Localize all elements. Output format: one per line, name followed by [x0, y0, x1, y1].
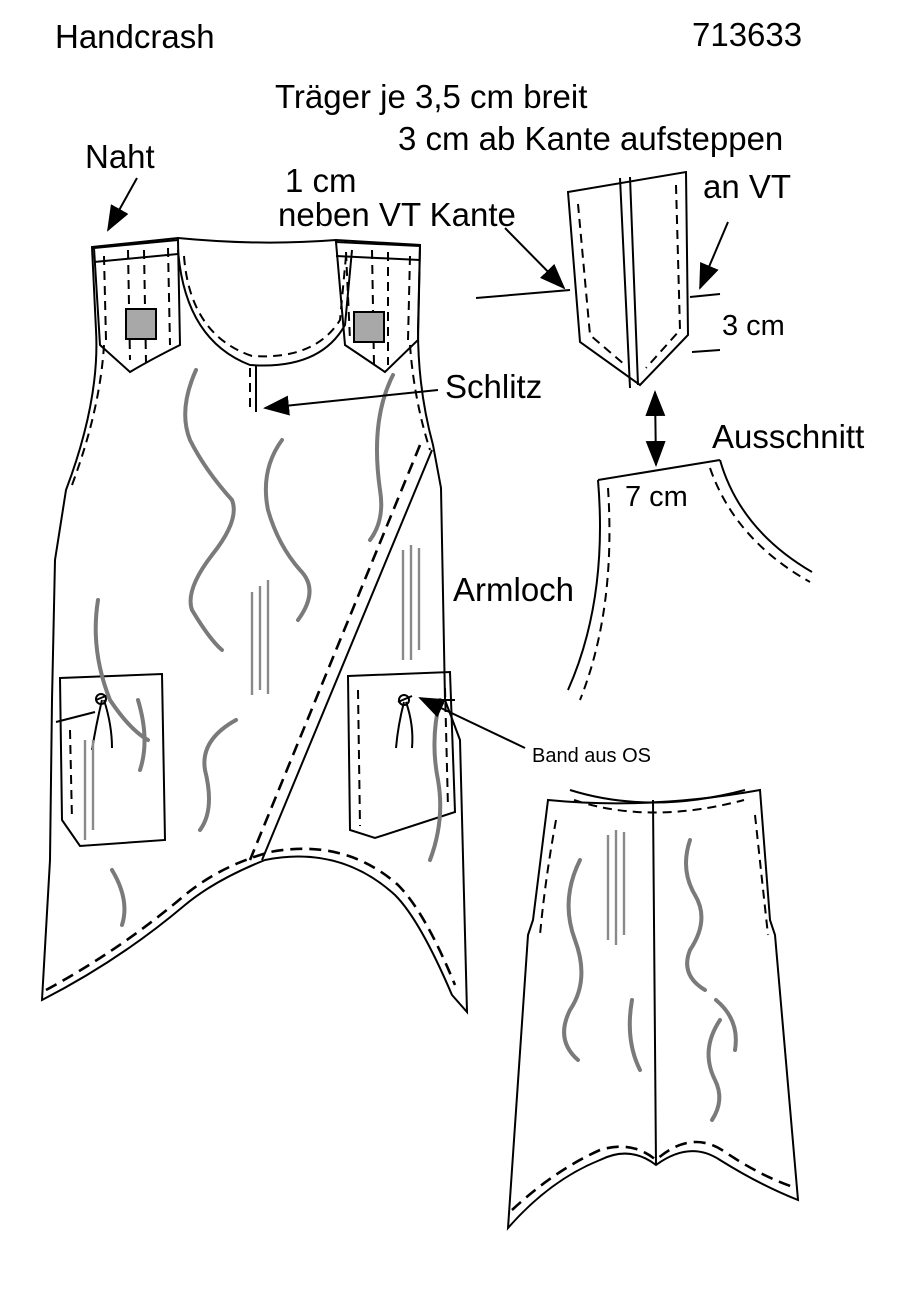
front-hem-stitch: [45, 847, 457, 992]
title-handcrash: Handcrash: [55, 18, 215, 55]
neckline-detail: [567, 459, 813, 701]
front-side-stitch-right: [409, 344, 431, 451]
front-pocket-left: [58, 672, 167, 848]
label-7cm: 7 cm: [625, 481, 688, 513]
label-an-vt: an VT: [703, 168, 792, 205]
arrow-an-vt: [699, 221, 729, 290]
front-side-stitch-left: [71, 344, 105, 486]
front-button-right: [353, 311, 385, 343]
detail-shoulder-line: [597, 459, 721, 481]
front-button-left: [125, 308, 157, 340]
label-armhole: Armloch: [453, 571, 575, 608]
front-neckline-stitch: [183, 255, 347, 358]
detail-neckline: [719, 459, 813, 573]
label-3cm: 3 cm: [722, 310, 785, 342]
pattern-number: 713633: [692, 16, 803, 53]
label-seam: Naht: [85, 138, 155, 175]
label-slit: Schlitz: [445, 368, 543, 405]
front-pocket-right: [346, 670, 457, 840]
front-strap-right: [334, 240, 422, 374]
arrow-naht: [107, 177, 138, 232]
label-strap-width: Träger je 3,5 cm breit: [275, 78, 588, 115]
label-ribbon: Band aus OS: [532, 745, 651, 767]
front-neckline: [177, 249, 353, 367]
arrow-schlitz: [263, 389, 439, 416]
strap-detail: [475, 170, 729, 467]
detail-armhole: [567, 479, 601, 691]
arrow-neben-vt-kante: [504, 227, 566, 290]
back-view: [506, 788, 800, 1231]
arrow-distance-7cm: [645, 390, 666, 467]
front-wrap-edge: [261, 449, 433, 861]
arrow-band: [418, 697, 526, 749]
label-stitch-from-edge: 3 cm ab Kante aufsteppen: [398, 120, 784, 157]
front-texture: [183, 368, 236, 652]
back-texture: [562, 858, 584, 1062]
back-neckline: [569, 789, 746, 804]
front-view: [40, 236, 469, 1015]
strap-piece: [566, 170, 690, 387]
front-strap-left: [92, 238, 182, 374]
label-neckline: Ausschnitt: [712, 418, 865, 455]
back-center-seam: [652, 799, 657, 1166]
front-ribbon-right: [395, 695, 414, 749]
label-1cm: 1 cm: [285, 162, 357, 199]
label-beside-vt-edge: neben VT Kante: [278, 196, 516, 233]
